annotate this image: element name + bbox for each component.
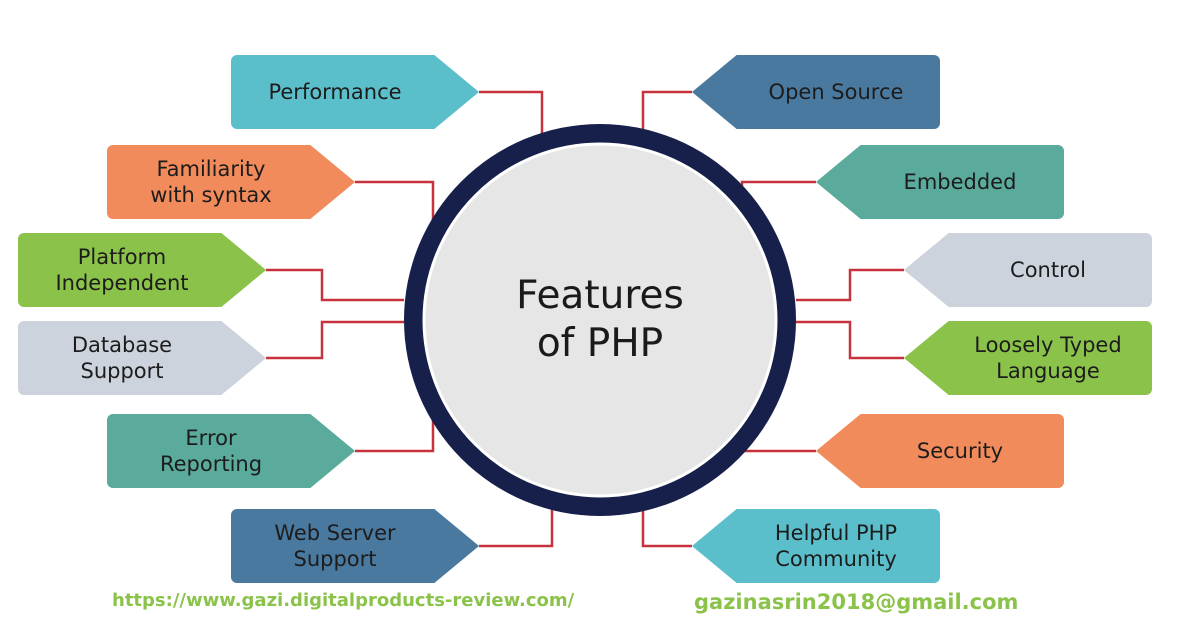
website-url[interactable]: https://www.gazi.digitalproducts-review.… [112,590,575,611]
feature-node-left: Error Reporting [107,414,355,488]
contact-email[interactable]: gazinasrin2018@gmail.com [694,590,1019,614]
feature-label: Control [1010,258,1086,282]
feature-node-left: Web Server Support [231,509,479,583]
feature-node-left: Database Support [18,321,266,395]
feature-node-left: Familiarity with syntax [107,145,355,219]
connector-line [266,268,404,302]
feature-label: Open Source [768,80,904,104]
feature-label: Error Reporting [159,426,263,476]
feature-node-right: Security [816,414,1064,488]
center-disc [422,142,778,498]
feature-node-right: Loosely Typed Language [904,321,1152,395]
feature-node-right: Control [904,233,1152,307]
connector-line [796,320,904,360]
feature-node-right: Open Source [692,55,940,129]
feature-label: Familiarity with syntax [150,157,272,207]
feature-node-left: Performance [231,55,479,129]
feature-label: Security [916,439,1004,463]
feature-label: Embedded [903,170,1017,194]
feature-node-left: Platform Independent [18,233,266,307]
feature-label: Helpful PHP Community [774,521,898,571]
feature-node-right: Helpful PHP Community [692,509,940,583]
center-title: Features of PHP [516,273,684,366]
feature-label: Database Support [71,333,173,383]
feature-label: Platform Independent [55,245,189,295]
feature-label: Web Server Support [274,521,396,571]
connector-line [266,320,404,360]
feature-node-right: Embedded [816,145,1064,219]
connector-lines [266,90,904,548]
feature-label: Loosely Typed Language [974,333,1122,383]
connector-line [796,268,904,302]
feature-label: Performance [268,80,402,104]
